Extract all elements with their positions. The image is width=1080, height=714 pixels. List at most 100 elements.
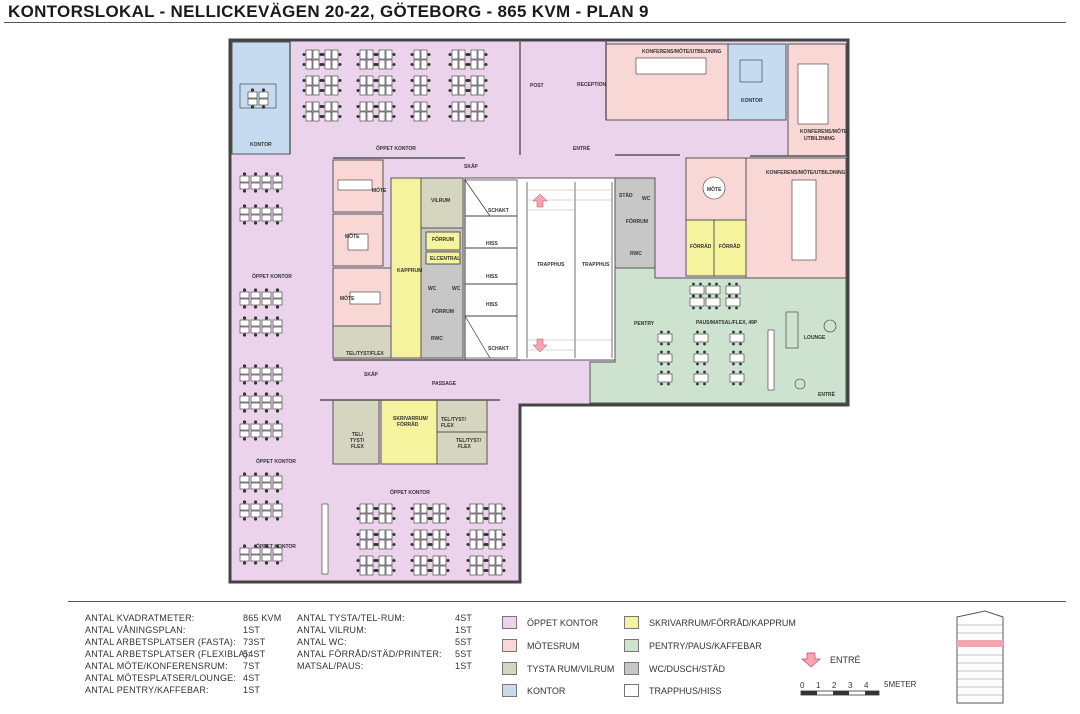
legend-label: MÖTESRUM	[527, 640, 580, 651]
legend-swatch	[502, 684, 517, 697]
legend-swatch	[502, 616, 517, 629]
room-pentry-paus	[589, 267, 847, 404]
stat-label: MATSAL/PAUS:	[297, 661, 364, 671]
label-entre-e: ENTRÉ	[818, 390, 836, 398]
label-konferens-far-ne-2: UTBILDNING	[804, 136, 835, 142]
stat-label: ANTAL FÖRRÅD/STÄD/PRINTER:	[297, 649, 442, 659]
legend-item: TYSTA RUM/VILRUM	[502, 662, 614, 675]
room-tel-tyst-flex-1	[332, 325, 392, 359]
label-forrum-3: FÖRRUM	[626, 218, 648, 225]
label-forrum-1: FÖRRUM	[432, 236, 454, 243]
legend-label: WC/DUSCH/STÄD	[649, 663, 725, 674]
label-forrad-2: FÖRRÅD	[719, 243, 741, 250]
stat-row: ANTAL MÖTESPLATSER/LOUNGE: 4ST	[85, 673, 285, 684]
label-oppet-kontor-n: ÖPPET KONTOR	[376, 145, 416, 152]
stat-value: 5ST	[455, 649, 473, 659]
label-paus: PAUS/MATSAL/FLEX, 49P	[696, 320, 758, 326]
label-oppet-kontor-w3: ÖPPET KONTOR	[256, 543, 296, 550]
label-hiss-1: HISS	[486, 241, 498, 247]
label-tel-c-1: TEL/TYST/	[456, 438, 482, 444]
room-forrad-1	[685, 219, 715, 277]
building-section-icon	[956, 610, 1004, 704]
legend-item: KONTOR	[502, 684, 565, 697]
label-konferens-e: KONFERENS/MÖTE/UTBILDNING	[766, 169, 846, 176]
stat-label: ANTAL WC:	[297, 637, 347, 647]
legend-divider	[68, 601, 1066, 602]
stat-value: 1ST	[243, 625, 261, 635]
label-wc-3: WC	[642, 196, 651, 202]
scale-tick: 1	[816, 681, 821, 690]
label-oppet-kontor-w2: ÖPPET KONTOR	[256, 458, 296, 465]
scale-unit: 5METER	[884, 680, 917, 689]
room-wc-core-2	[614, 177, 656, 269]
stat-value: 4ST	[243, 673, 261, 683]
floor-plan: KONTOR ÖPPET KONTOR SKÅP POST RECEPTION …	[228, 38, 850, 584]
label-skap-s: SKÅP	[364, 371, 379, 378]
label-schakt-2: SCHAKT	[488, 346, 509, 352]
room-elcentral	[425, 251, 461, 265]
legend-label: SKRIVARRUM/FÖRRÅD/KAPPRUM	[649, 617, 796, 628]
room-tel-tyst-flex-c	[436, 431, 488, 465]
stat-label: ANTAL ARBETSPLATSER (FASTA):	[85, 637, 236, 647]
stat-row: ANTAL ARBETSPLATSER (FLEXIBLA):54ST	[85, 649, 285, 660]
stat-label: ANTAL PENTRY/KAFFEBAR:	[85, 685, 209, 695]
page-title: KONTORSLOKAL - NELLICKEVÄGEN 20-22, GÖTE…	[8, 2, 649, 21]
room-tel-tyst-flex-b	[436, 399, 488, 433]
label-wc-1: WC	[428, 286, 437, 292]
stat-value: 4ST	[455, 613, 473, 623]
room-kapprum	[390, 177, 422, 359]
label-tel-a-2: TYST/	[350, 438, 365, 444]
label-skrivarrum-1: SKRIVARRUM/	[393, 416, 429, 422]
title-divider	[4, 22, 1066, 23]
label-konferens-far-ne-1: KONFERENS/MÖTE/	[800, 128, 849, 135]
label-hiss-2: HISS	[486, 274, 498, 280]
stat-label: ANTAL VILRUM:	[297, 625, 367, 635]
desks-south	[321, 503, 506, 576]
entry-arrow-top	[532, 193, 548, 208]
label-tel-a-3: FLEX	[351, 444, 364, 450]
room-vilrum	[420, 177, 464, 229]
label-oppet-kontor-s: ÖPPET KONTOR	[390, 489, 430, 496]
label-hiss-3: HISS	[486, 302, 498, 308]
stat-row: ANTAL KVADRATMETER:865 KVM	[85, 613, 285, 624]
label-mote-3: MÖTE	[340, 295, 355, 302]
stat-label: ANTAL VÅNINGSPLAN:	[85, 625, 186, 635]
label-vilrum: VILRUM	[431, 198, 450, 204]
stat-row: ANTAL PENTRY/KAFFEBAR:1ST	[85, 685, 285, 696]
legend-label: ÖPPET KONTOR	[527, 617, 599, 628]
legend-item: MÖTESRUM	[502, 639, 580, 652]
room-forrum-1	[425, 231, 461, 251]
legend-swatch	[502, 662, 517, 675]
legend-item: ÖPPET KONTOR	[502, 616, 598, 629]
stat-row: ANTAL MÖTE/KONFERENSRUM:7ST	[85, 661, 285, 672]
entry-arrow-bottom	[532, 338, 548, 353]
stat-label: ANTAL KVADRATMETER:	[85, 613, 195, 623]
stat-value: 5ST	[455, 637, 473, 647]
legend-swatch	[502, 639, 517, 652]
label-konferens-ne: KONFERENS/MÖTE/UTBILDNING	[642, 48, 722, 55]
label-kontor-ne: KONTOR	[741, 98, 763, 104]
scale-tick: 3	[848, 681, 853, 690]
scale-bar: 0 1 2 3 4	[800, 681, 880, 696]
label-rwc-2: RWC	[630, 251, 642, 257]
stat-value: 1ST	[455, 661, 473, 671]
label-trapphus-1: TRAPPHUS	[537, 262, 565, 268]
label-forrad-1: FÖRRÅD	[690, 243, 712, 250]
elevator-shafts	[464, 179, 613, 359]
legend-item: TRAPPHUS/HISS	[624, 684, 722, 697]
label-schakt-1: SCHAKT	[488, 208, 509, 214]
stat-row: ANTAL VÅNINGSPLAN: 1ST	[85, 625, 285, 636]
entre-legend: ENTRÉ	[800, 652, 861, 668]
stat-label: ANTAL MÖTESPLATSER/LOUNGE:	[85, 673, 237, 683]
room-stairs-core	[464, 177, 616, 361]
label-mote-2: MÖTE	[345, 233, 360, 240]
legend-label: TYSTA RUM/VILRUM	[527, 663, 615, 674]
scale-tick: 4	[864, 681, 869, 690]
stat-row: MATSAL/PAUS: 1ST	[297, 661, 477, 672]
label-rwc-1: RWC	[431, 336, 443, 342]
label-skap-n: SKÅP	[464, 163, 479, 170]
stat-row: ANTAL ARBETSPLATSER (FASTA):73ST	[85, 637, 285, 648]
label-skrivarrum-2: FÖRRÅD	[397, 421, 419, 428]
label-tel-b-1: TEL/TYST/	[441, 417, 467, 423]
label-trapphus-2: TRAPPHUS	[582, 262, 610, 268]
